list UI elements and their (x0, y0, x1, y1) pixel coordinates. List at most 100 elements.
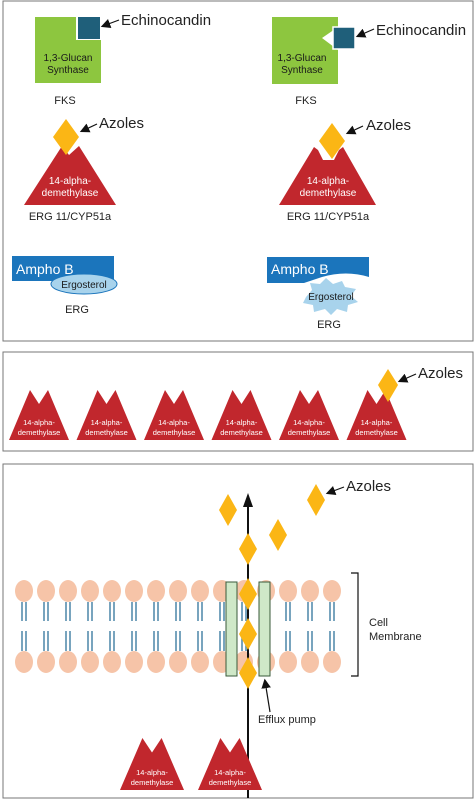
ampho-mutant: Ampho B Ergosterol ERG (267, 257, 369, 331)
echinocandin-square (78, 17, 100, 39)
ampho-label: Ampho B (271, 261, 329, 277)
demethylase-enzyme: 14-alpha-demethylase (198, 738, 262, 790)
enzyme-label-line2: demethylase (220, 428, 263, 437)
lipid-head-top (59, 580, 77, 602)
membrane-bracket (351, 572, 359, 677)
enzyme-label-line1: 14-alpha- (226, 418, 258, 427)
lipid-head-top (103, 580, 121, 602)
lipid-head-bottom (81, 651, 99, 673)
lipid-head-bottom (103, 651, 121, 673)
demethylase-shape (144, 390, 204, 440)
efflux-direction-arrowhead (243, 493, 253, 507)
lipid-head-top (147, 580, 165, 602)
azoles-arrow (325, 485, 345, 495)
demethylase-shape (279, 390, 339, 440)
erg11-label: ERG 11/CYP51a (287, 211, 370, 223)
enzyme-label-line1: 14-alpha- (91, 418, 123, 427)
demethylase-enzyme: 14-alpha-demethylase (211, 390, 272, 440)
erg-label: ERG (317, 319, 341, 331)
efflux-pump (225, 581, 271, 677)
demethylase-enzyme: 14-alpha-demethylase (76, 390, 137, 440)
fks-label: FKS (54, 95, 75, 107)
lipid-head-top (191, 580, 209, 602)
azole-diamond (269, 519, 287, 551)
fks-wildtype: Echinocandin 1,3-Glucan Synthase FKS (35, 12, 211, 107)
lipid-head-top (37, 580, 55, 602)
azole-diamond (319, 123, 345, 159)
demethylase-enzyme: 14-alpha-demethylase (279, 390, 339, 440)
demethylase-triangle (24, 146, 116, 205)
azole-diamond (239, 657, 257, 689)
azole-diamond (239, 533, 257, 565)
demethylase-enzyme: 14-alpha-demethylase (9, 390, 69, 440)
lipid-head-bottom (191, 651, 209, 673)
lipid-head-top (81, 580, 99, 602)
enzyme-label-line2: demethylase (18, 428, 61, 437)
demethylase-shape (9, 390, 69, 440)
demethylase-shape (120, 738, 184, 790)
enzyme-label-line2: demethylase (300, 188, 357, 199)
ampho-mutant-bar (267, 257, 369, 283)
azoles-arrow (345, 125, 364, 135)
lipid-head-bottom (301, 651, 319, 673)
ergosterol-label: Ergosterol (308, 292, 354, 303)
lipid-head-bottom (279, 651, 297, 673)
echinocandin-arrow (355, 28, 375, 38)
erg-label: ERG (65, 304, 89, 316)
enzyme-label-line2: demethylase (42, 188, 99, 199)
demethylase-shape (198, 738, 262, 790)
lipid-head-top (169, 580, 187, 602)
enzyme-label-line2: demethylase (153, 428, 196, 437)
glucan-synthase-mutant-block (272, 17, 338, 84)
enzyme-label-line2: demethylase (288, 428, 331, 437)
azole-diamond (239, 618, 257, 650)
glucan-label-line1: 1,3-Glucan (278, 53, 327, 64)
lipid-head-bottom (125, 651, 143, 673)
enzyme-label-line1: 14-alpha- (136, 768, 168, 777)
lipid-head-bottom (37, 651, 55, 673)
lipid-head-top (279, 580, 297, 602)
fks-mutant: Echinocandin 1,3-Glucan Synthase FKS (272, 17, 466, 107)
ampho-label: Ampho B (16, 261, 74, 277)
fks-label: FKS (295, 95, 316, 107)
demethylase-shape (346, 390, 407, 440)
azoles-label: Azoles (346, 478, 391, 495)
erg11-label: ERG 11/CYP51a (29, 211, 112, 223)
demethylase-enzyme: 14-alpha-demethylase (346, 390, 407, 440)
lipid-head-bottom (15, 651, 33, 673)
overexpressed-enzymes: 14-alpha-demethylase14-alpha-demethylase… (9, 390, 407, 440)
enzyme-label-line2: demethylase (85, 428, 128, 437)
azoles-label: Azoles (418, 365, 463, 382)
echinocandin-arrow (100, 18, 120, 28)
enzyme-label-line2: demethylase (355, 428, 398, 437)
efflux-pump-arrow (261, 678, 271, 713)
echinocandin-label: Echinocandin (121, 12, 211, 29)
demethylase-mutant-triangle (279, 147, 376, 205)
enzyme-label-line1: 14-alpha- (293, 418, 325, 427)
lipid-head-bottom (323, 651, 341, 673)
demethylase-shape (211, 390, 272, 440)
ampho-wildtype: Ampho B Ergosterol ERG (12, 256, 118, 316)
lipid-head-top (125, 580, 143, 602)
azoles-label: Azoles (99, 115, 144, 132)
azole-diamond (219, 494, 237, 526)
enzyme-label-line2: demethylase (131, 778, 174, 787)
enzyme-label-line1: 14-alpha- (361, 418, 393, 427)
enzyme-label-line1: 14-alpha- (49, 176, 91, 187)
membrane-label-line2: Membrane (369, 631, 422, 643)
lipid-head-bottom (147, 651, 165, 673)
pumped-azoles (219, 484, 325, 689)
azole-diamond (307, 484, 325, 516)
glucan-label-line2: Synthase (281, 65, 323, 76)
lipid-head-bottom (169, 651, 187, 673)
enzyme-label-line1: 14-alpha- (214, 768, 246, 777)
membrane-label-line1: Cell (369, 617, 388, 629)
glucan-label-line1: 1,3-Glucan (44, 53, 93, 64)
glucan-label-line2: Synthase (47, 65, 89, 76)
efflux-pump-right-channel (258, 581, 271, 677)
lipid-head-top (15, 580, 33, 602)
erg11-wildtype: Azoles 14-alpha- demethylase ERG 11/CYP5… (24, 115, 144, 223)
